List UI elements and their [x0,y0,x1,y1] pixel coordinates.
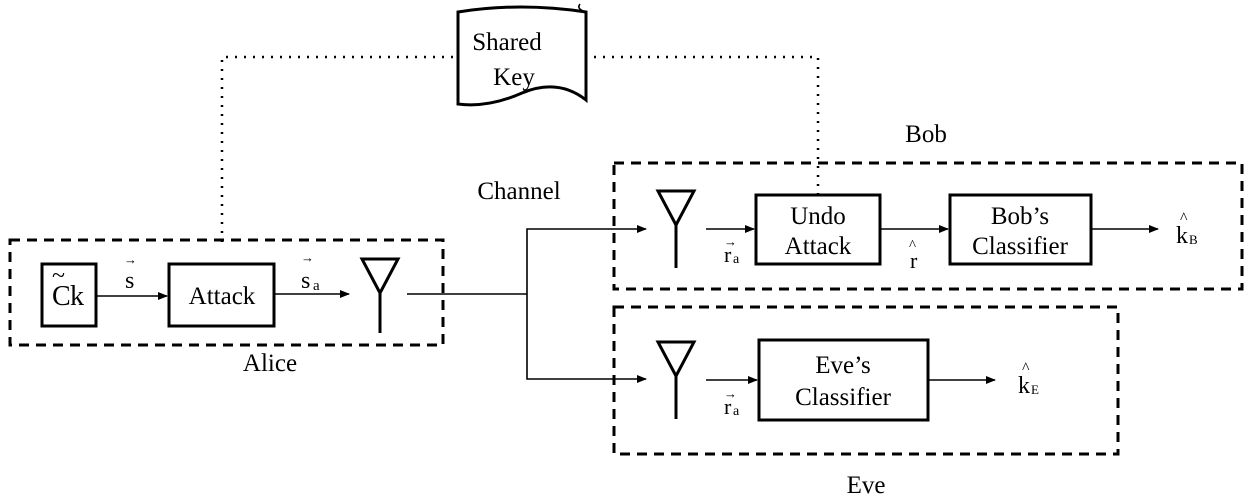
shared-key-label-line1: Shared [472,29,542,56]
eve-antenna-icon [655,340,697,419]
bob-estimate-label: k [1176,223,1188,249]
undo-attack-label-line1: Undo [790,203,846,230]
source-block-suffix: k [70,281,84,312]
signal-sa-label: s [301,268,310,294]
signal-s-vector-mark: → [124,252,137,267]
signal-sa-subscript: a [313,278,320,294]
bob-classifier-label-line1: Bob’s [991,203,1049,230]
bob-estimate-hat-mark: ^ [1180,210,1188,227]
eve-received-label: r [724,394,732,419]
eve-classifier-label-line1: Eve’s [815,352,871,379]
undo-attack-label-line2: Attack [785,233,852,260]
undo-attack-block [754,193,882,266]
eve-group-label: Eve [847,472,886,499]
recovered-signal-label: r [910,248,918,273]
alice-group-boundary [8,238,445,347]
signal-s-label: s [125,268,134,294]
key-link-bob [585,55,820,196]
source-block-letter: C [52,281,71,312]
bob-estimate-subscript: B [1189,232,1198,247]
channel-label: Channel [477,178,560,205]
attack-block-label: Attack [189,283,256,310]
source-tilde-mark: ~ [52,263,65,289]
bob-group-label: Bob [905,121,947,148]
source-block [40,262,98,328]
shared-key-label-line2: Key [493,64,535,91]
eve-classifier-label-line2: Classifier [795,384,891,411]
bob-received-label: r [724,242,732,267]
channel-branch-to-eve [526,294,647,383]
bob-classifier-label-line2: Classifier [972,233,1068,260]
attack-block [167,262,276,328]
eve-received-vector-mark: → [724,386,737,401]
recovered-hat-mark: ^ [909,238,916,254]
signal-sa-vector-mark: → [301,250,314,265]
alice-group-label: Alice [243,350,297,377]
eve-received-subscript: a [733,404,740,419]
eve-group-boundary [612,305,1120,456]
bob-received-subscript: a [733,252,740,267]
bob-antenna-icon [655,189,697,268]
shared-key-document: Shared Key [456,3,588,107]
bob-classifier-block [948,193,1093,266]
eve-estimate-hat-mark: ^ [1022,360,1030,377]
bob-received-vector-mark: → [724,234,737,249]
key-link-alice [220,55,455,242]
eve-estimate-label: k [1018,373,1030,399]
bob-group-boundary [612,161,1244,291]
eve-estimate-subscript: E [1031,382,1039,397]
alice-antenna-icon [359,257,401,333]
eve-classifier-block [757,338,930,422]
channel-branch-to-bob [526,225,647,294]
